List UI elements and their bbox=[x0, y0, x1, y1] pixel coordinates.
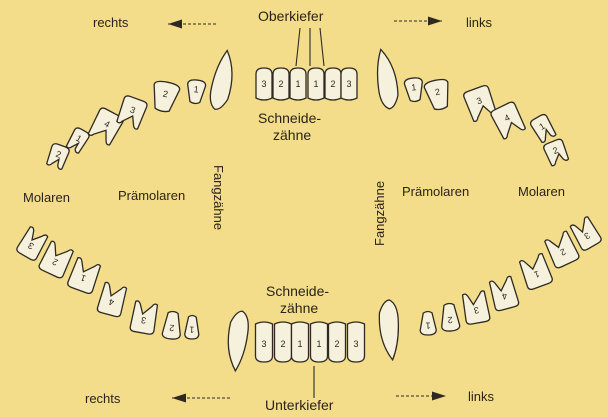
lower-incisor-1-number: 3 bbox=[261, 339, 266, 349]
lower-right-tooth-4: 4 bbox=[488, 276, 519, 312]
upper-incisor-1: 3 bbox=[256, 68, 272, 100]
upper-incisors-label-line1: Schneide- bbox=[258, 110, 321, 126]
molars-right-label: Molaren bbox=[518, 184, 565, 199]
lower-right-tooth-1-number: 1 bbox=[425, 321, 430, 331]
lower-incisor-2: 2 bbox=[275, 322, 292, 362]
upper-leader-a bbox=[296, 28, 300, 66]
upper-incisor-6-number: 3 bbox=[346, 79, 351, 89]
upper-jaw-title: Oberkiefer bbox=[258, 8, 323, 24]
lower-incisor-1: 3 bbox=[256, 322, 273, 362]
lower-incisor-3: 1 bbox=[292, 322, 309, 362]
upper-arrow-right-head bbox=[168, 20, 182, 29]
lower-incisor-6: 3 bbox=[348, 322, 365, 362]
lower-right-tooth-2: 2 bbox=[440, 303, 460, 332]
teeth-layer: 32112321432112341232112332143211234123 bbox=[15, 48, 602, 372]
upper-right-tooth-1: 1 bbox=[404, 77, 424, 102]
upper-canine-left bbox=[208, 49, 237, 111]
upper-left-tooth-3: 4 bbox=[87, 107, 124, 146]
lower-incisor-4: 1 bbox=[311, 322, 328, 362]
canine-label-right: Fangzähne bbox=[372, 181, 387, 246]
lower-canine-left-outline bbox=[225, 310, 249, 371]
lower-direction-right: rechts bbox=[85, 391, 120, 406]
lower-incisors-label-line1: Schneide- bbox=[266, 283, 329, 299]
premolars-right-label: Prämolaren bbox=[402, 184, 469, 199]
upper-canine-right bbox=[372, 48, 401, 110]
lower-left-tooth-7: 1 bbox=[185, 315, 200, 339]
upper-direction-right: rechts bbox=[93, 15, 128, 30]
upper-incisor-6: 3 bbox=[341, 68, 357, 100]
upper-incisor-2-number: 2 bbox=[278, 79, 283, 89]
lower-right-tooth-2-number: 2 bbox=[447, 315, 453, 325]
lower-incisor-3-number: 1 bbox=[297, 339, 302, 349]
lower-left-tooth-6: 2 bbox=[162, 311, 182, 340]
upper-incisor-4-number: 1 bbox=[313, 79, 318, 89]
canine-label-left: Fangzähne bbox=[211, 165, 226, 230]
upper-right-tooth-4: 4 bbox=[490, 101, 527, 140]
lower-incisor-4-number: 1 bbox=[316, 339, 321, 349]
upper-left-tooth-6: 1 bbox=[186, 79, 206, 104]
upper-arrow-left bbox=[394, 17, 442, 26]
lower-canine-right bbox=[377, 299, 401, 360]
lower-incisors-label-line2: zähne bbox=[280, 300, 318, 316]
upper-incisors-label-line2: zähne bbox=[273, 127, 311, 143]
lower-left-tooth-7-number: 1 bbox=[189, 325, 194, 335]
lower-left-tooth-4: 4 bbox=[97, 282, 128, 318]
upper-incisor-1-number: 3 bbox=[261, 79, 266, 89]
lower-incisor-6-number: 3 bbox=[353, 339, 358, 349]
lower-left-tooth-3: 1 bbox=[67, 257, 102, 295]
lower-left-tooth-5: 3 bbox=[130, 300, 159, 334]
upper-right-tooth-1-number: 1 bbox=[411, 82, 417, 92]
molars-left-label: Molaren bbox=[23, 190, 70, 205]
upper-canine-right-outline bbox=[372, 48, 401, 110]
lower-right-tooth-5: 1 bbox=[518, 253, 553, 291]
lower-direction-left: links bbox=[468, 389, 494, 404]
lower-incisor-5-number: 2 bbox=[334, 339, 339, 349]
upper-arrow-right bbox=[168, 20, 218, 29]
lower-right-tooth-3: 3 bbox=[461, 290, 490, 324]
lower-incisor-5: 2 bbox=[329, 322, 346, 362]
upper-right-tooth-6: 2 bbox=[543, 138, 570, 167]
lower-canine-right-outline bbox=[377, 299, 401, 360]
upper-right-tooth-2: 2 bbox=[423, 78, 453, 112]
upper-incisor-2: 2 bbox=[273, 68, 289, 100]
upper-incisor-3-number: 1 bbox=[295, 79, 300, 89]
upper-incisor-5-number: 2 bbox=[330, 79, 335, 89]
upper-incisor-3: 1 bbox=[290, 68, 306, 100]
premolars-left-label: Prämolaren bbox=[118, 188, 185, 203]
upper-incisor-5: 2 bbox=[325, 68, 341, 100]
upper-right-tooth-5: 1 bbox=[529, 113, 557, 143]
upper-left-tooth-6-number: 1 bbox=[193, 84, 199, 94]
lower-arrow-right-head bbox=[172, 394, 186, 403]
lower-arrow-right bbox=[172, 394, 232, 403]
upper-incisor-4: 1 bbox=[308, 68, 324, 100]
lower-arrow-left-head bbox=[432, 392, 446, 401]
upper-direction-left: links bbox=[466, 15, 492, 30]
upper-leader-b bbox=[320, 28, 324, 66]
upper-canine-left-outline bbox=[208, 49, 237, 111]
lower-left-tooth-6-number: 2 bbox=[169, 323, 175, 333]
lower-jaw-title: Unterkiefer bbox=[265, 397, 333, 413]
lower-canine-left bbox=[225, 310, 249, 371]
upper-left-tooth-5: 2 bbox=[149, 80, 181, 114]
lower-incisor-2-number: 2 bbox=[280, 339, 285, 349]
upper-arrow-left-head bbox=[428, 17, 442, 26]
lower-arrow-left bbox=[396, 392, 446, 401]
lower-right-tooth-1: 1 bbox=[420, 311, 437, 335]
